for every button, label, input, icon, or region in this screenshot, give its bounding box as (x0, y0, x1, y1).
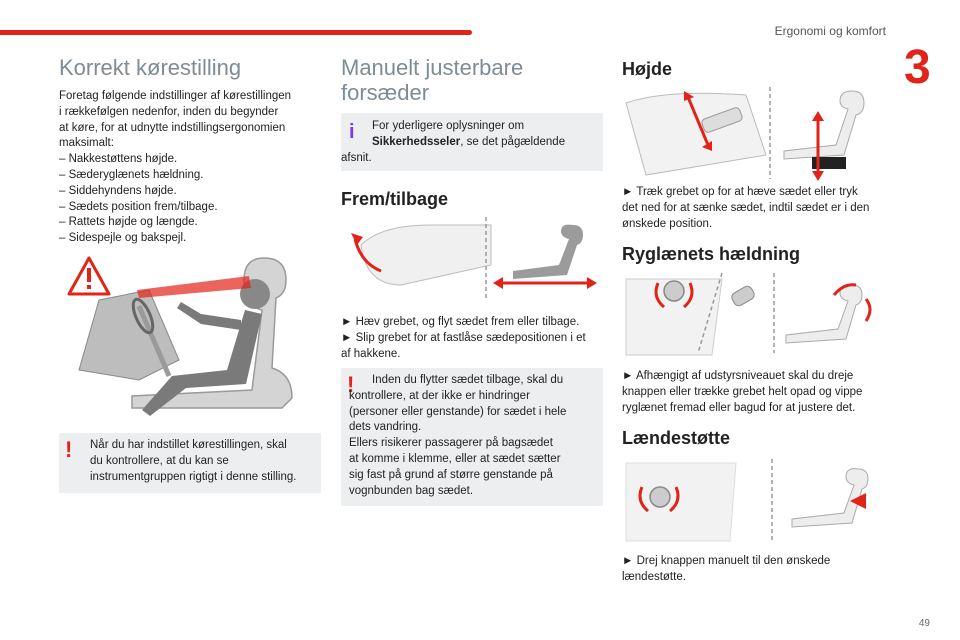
height-lever-icon (625, 91, 767, 176)
warning-text-seat-move: Inden du flytter sædet tilbage, skal du … (349, 374, 567, 497)
hojde-text: ► Træk grebet op for at hæve sædet eller… (622, 186, 870, 230)
ryglaen-text: ► Afhængigt af udstyrsniveauet skal du d… (622, 370, 863, 414)
subheading-ryglaenets-haeldning: Ryglænets hældning (622, 244, 801, 264)
frem-tilbage-illustration (341, 215, 603, 305)
chapter-progress-bar (0, 30, 472, 35)
intro-text: Foretag følgende indstillinger af kørest… (59, 90, 292, 245)
chapter-number: 3 (904, 41, 931, 94)
info-text-after: , se det pågældende (460, 135, 566, 148)
info-icon: i (349, 121, 355, 143)
laendestotte-text: ► Drej knappen manuelt til den ønskede l… (622, 555, 831, 583)
section-title-manual-seats: Manuelt justerbare forsæder (341, 55, 524, 105)
info-link-seatbelts[interactable]: Sikkerhedsseler (372, 135, 461, 148)
ryglaen-illustration (622, 269, 884, 357)
warning-triangle-icon (67, 256, 111, 296)
warning-box-driving-position: ! Når du har indstillet kørestillingen, … (59, 433, 321, 493)
warning-text-line1: Når du har indstillet kørestillingen, sk… (90, 439, 297, 483)
page-title: Korrekt kørestilling (59, 55, 242, 80)
column-driving-position: Korrekt kørestilling Foretag følgende in… (59, 55, 321, 493)
seat-slide-icon (493, 224, 597, 289)
subheading-laendestotte: Lændestøtte (622, 428, 730, 448)
seat-recline-icon (785, 283, 872, 344)
exclamation-icon: ! (65, 437, 73, 462)
info-text-before: For yderligere oplysninger om (372, 120, 525, 132)
page-number: 49 (918, 618, 930, 629)
column-manual-seats: Manuelt justerbare forsæder i For yderli… (341, 55, 603, 506)
seat-height-icon (783, 90, 865, 181)
sight-line-icon (137, 276, 251, 298)
hojde-illustration (622, 83, 884, 183)
section-title: Ergonomi og komfort (774, 24, 886, 38)
recline-lever-icon (731, 285, 755, 307)
driving-position-illustration (59, 250, 321, 425)
exclamation-icon: ! (347, 372, 355, 397)
info-text-end: afsnit. (341, 152, 372, 164)
seat-lever-icon (351, 224, 492, 286)
subheading-hojde: Højde (622, 59, 673, 79)
laendestotte-illustration (622, 455, 884, 545)
seat-lumbar-icon (791, 468, 869, 528)
lumbar-knob-icon (625, 462, 737, 542)
subheading-frem-tilbage: Frem/tilbage (341, 189, 449, 209)
warning-box-seat-move: ! Inden du flytter sædet tilbage, skal d… (341, 368, 603, 506)
steering-wheel-icon (78, 289, 180, 381)
recline-knob-icon (625, 278, 723, 356)
info-box-seatbelts: i For yderligere oplysninger om Sikkerhe… (341, 113, 603, 171)
frem-tilbage-text: ► Hæv grebet, og flyt sædet frem eller t… (341, 316, 586, 360)
